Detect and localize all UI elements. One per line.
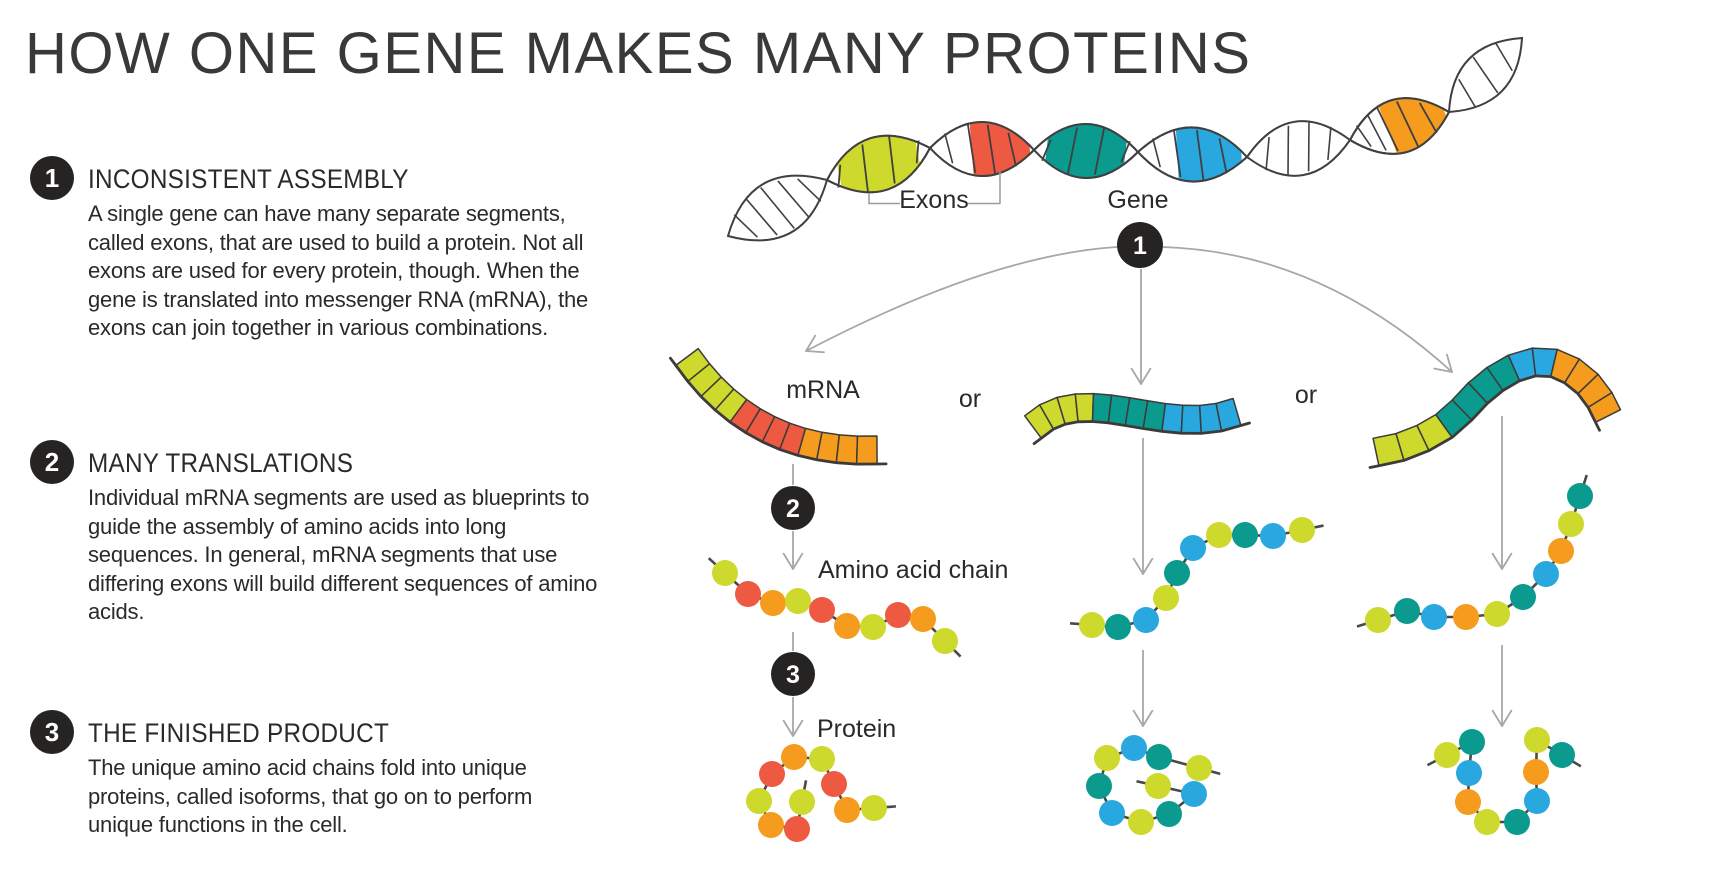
page-title: HOW ONE GENE MAKES MANY PROTEINS (25, 21, 1252, 86)
section-3-badge: 3 (30, 710, 74, 754)
section-2-body: Individual mRNA segments are used as blu… (88, 485, 598, 625)
diagram-graphics (669, 36, 1622, 842)
amino-acid-chain-label: Amino acid chain (818, 556, 1008, 584)
section-3-heading: THE FINISHED PRODUCT (88, 718, 390, 748)
mrna-label: mRNA (786, 376, 860, 404)
section-finished-product: 3 THE FINISHED PRODUCT The unique amino … (30, 710, 650, 840)
step-3-number: 3 (786, 661, 800, 689)
step-3-badge (771, 652, 815, 696)
section-3-body: The unique amino acid chains fold into u… (88, 755, 533, 838)
section-1-badge: 1 (30, 156, 74, 200)
section-2-badge: 2 (30, 440, 74, 484)
or-label-1: or (959, 385, 981, 413)
exons-label: Exons (899, 186, 968, 214)
section-2-heading: MANY TRANSLATIONS (88, 448, 354, 478)
gene-label: Gene (1107, 186, 1168, 214)
step-2-number: 2 (786, 495, 800, 523)
protein-label: Protein (817, 715, 896, 743)
section-1-heading: INCONSISTENT ASSEMBLY (88, 164, 409, 194)
step-2-badge (771, 486, 815, 530)
step-1-badge (1117, 222, 1163, 268)
step-1-number: 1 (1133, 232, 1147, 260)
section-inconsistent-assembly: 1 INCONSISTENT ASSEMBLY A single gene ca… (30, 156, 650, 343)
section-1-body: A single gene can have many separate seg… (88, 201, 589, 341)
section-many-translations: 2 MANY TRANSLATIONS Individual mRNA segm… (30, 440, 650, 627)
or-label-2: or (1295, 381, 1317, 409)
